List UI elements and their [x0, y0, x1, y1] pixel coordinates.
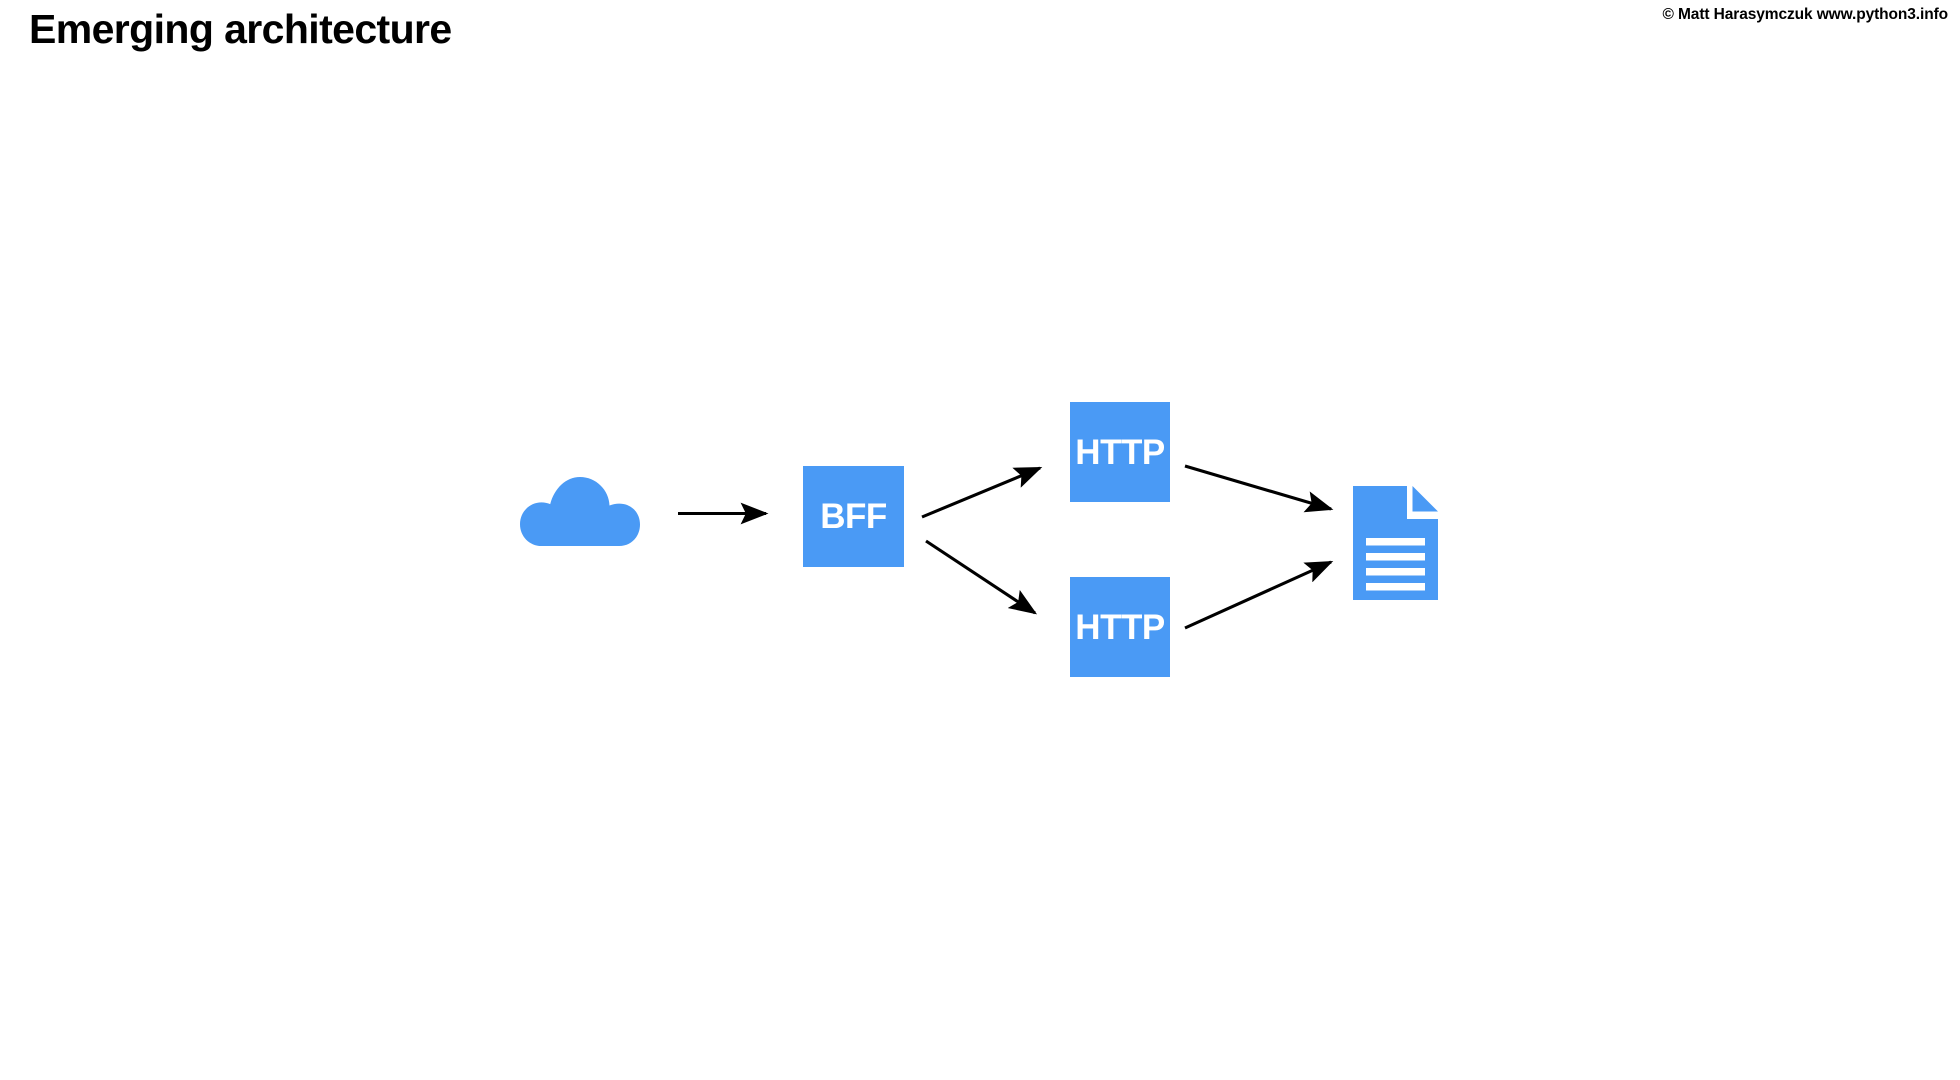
node-bff[interactable]: BFF — [803, 466, 904, 567]
document-node[interactable] — [1353, 486, 1438, 600]
cloud-icon — [519, 474, 641, 548]
node-http-top-label: HTTP — [1075, 432, 1165, 472]
connector-http-top-to-document — [1184, 464, 1334, 513]
page-title: Emerging architecture — [29, 6, 452, 52]
copyright-notice: © Matt Harasymczuk www.python3.info — [1662, 6, 1948, 23]
node-http-bottom-label: HTTP — [1075, 607, 1165, 647]
document-icon — [1353, 486, 1438, 600]
node-http-top[interactable]: HTTP — [1070, 402, 1170, 502]
connector-http-bottom-to-document — [1184, 560, 1334, 630]
node-bff-label: BFF — [820, 497, 887, 536]
connector-bff-to-http-bottom — [925, 539, 1038, 615]
node-http-bottom[interactable]: HTTP — [1070, 577, 1170, 677]
connector-bff-to-http-top — [921, 466, 1043, 519]
cloud-node[interactable] — [519, 474, 641, 548]
